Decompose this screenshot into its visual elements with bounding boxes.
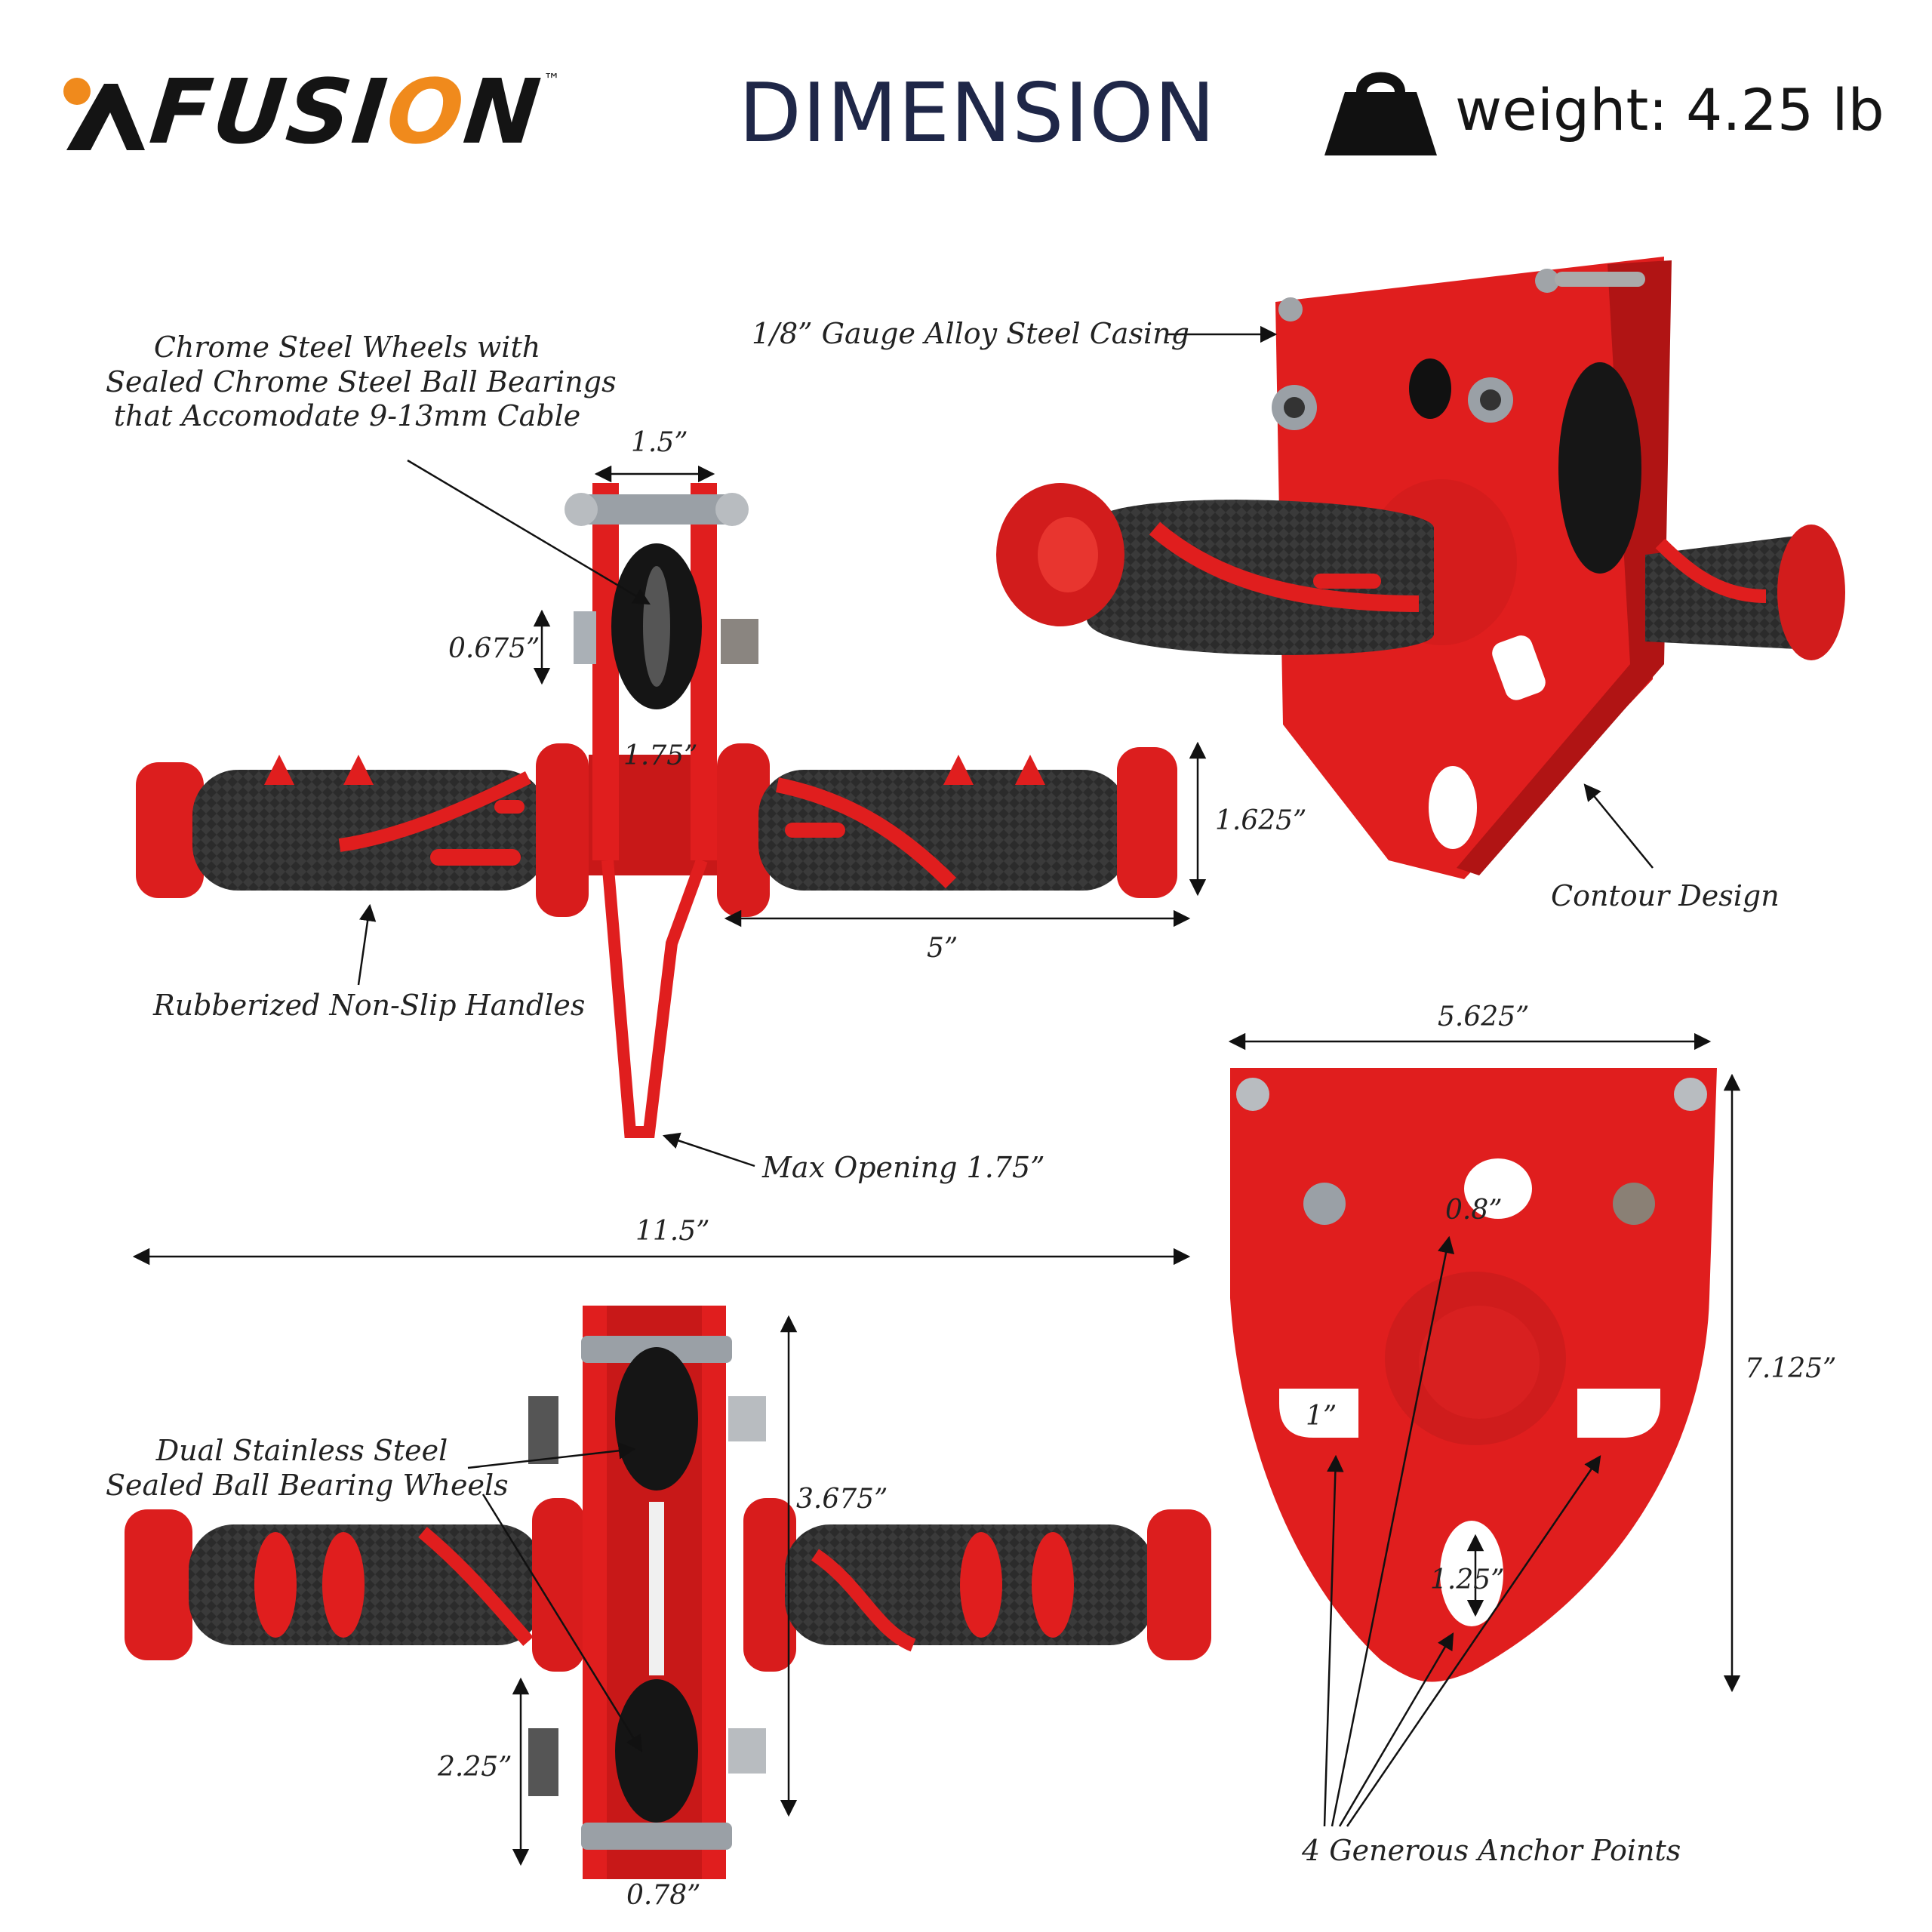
dim-bottom-slot: 1.25” <box>1430 1564 1505 1595</box>
dim-bolt: 0.675” <box>448 633 540 664</box>
dim-bottom-width: 0.78” <box>626 1880 701 1911</box>
contour-callout: Contour Design <box>1551 879 1780 912</box>
chrome-wheels-line1: Chrome Steel Wheels with <box>153 331 541 364</box>
dim-grip-diameter: 1.625” <box>1215 805 1307 836</box>
trolley-side-view <box>125 1306 1211 1879</box>
dim-side-slot: 1” <box>1306 1401 1337 1432</box>
dim-center-hole: 0.8” <box>1445 1195 1503 1226</box>
leader-arrows <box>357 325 1654 1827</box>
trolley-plate-view <box>1230 1068 1717 1682</box>
trolley-front-view <box>136 483 1177 1138</box>
dim-inner-gap: 1.75” <box>623 740 698 771</box>
logo-trademark: ™ <box>543 71 561 90</box>
dim-grip-length: 5” <box>927 933 958 964</box>
chrome-wheels-line3: that Accomodate 9-13mm Cable <box>113 399 581 433</box>
chrome-wheels-callout: Chrome Steel Wheels with Sealed Chrome S… <box>106 331 617 434</box>
fusion-logo: FUSION ™ <box>60 60 561 164</box>
chrome-wheels-line2: Sealed Chrome Steel Ball Bearings <box>106 365 617 398</box>
weight-icon <box>1324 72 1437 155</box>
dim-total-length: 11.5” <box>635 1216 710 1247</box>
dim-wheel-span: 3.675” <box>796 1484 888 1515</box>
trolley-angled-view <box>996 257 1845 879</box>
dim-plate-height: 7.125” <box>1745 1353 1837 1384</box>
weight-label: weight: 4.25 lb <box>1455 76 1884 143</box>
anchor-points-callout: 4 Generous Anchor Points <box>1302 1834 1681 1867</box>
dimension-lines <box>132 465 1741 1866</box>
dim-top-width: 1.5” <box>631 427 688 458</box>
dim-bottom-bolt: 2.25” <box>438 1752 512 1783</box>
dual-wheels-line1: Dual Stainless Steel <box>155 1434 448 1467</box>
casing-callout: 1/8” Gauge Alloy Steel Casing <box>752 317 1189 350</box>
max-opening-callout: Max Opening 1.75” <box>762 1151 1045 1184</box>
handles-callout: Rubberized Non-Slip Handles <box>153 989 586 1022</box>
logo-mark-icon <box>63 78 145 150</box>
page-title: DIMENSION <box>738 66 1217 161</box>
dual-wheels-callout: Dual Stainless Steel Sealed Ball Bearing… <box>106 1434 509 1503</box>
dim-plate-width: 5.625” <box>1438 1001 1530 1032</box>
dual-wheels-line2: Sealed Ball Bearing Wheels <box>106 1468 509 1502</box>
